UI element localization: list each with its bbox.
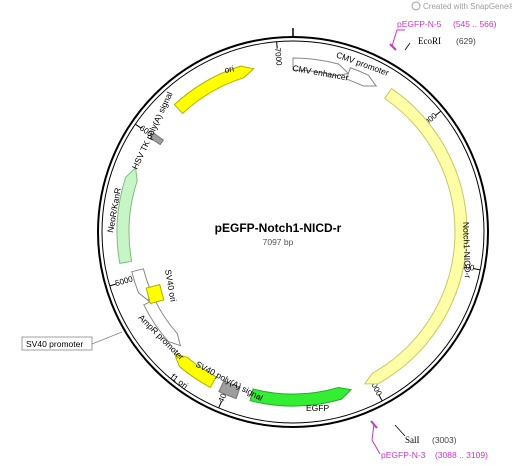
- tick-mark: [435, 110, 442, 116]
- primer-n5-leader: [391, 29, 405, 47]
- feature-sv40-ori[interactable]: [145, 283, 165, 305]
- label-sv40-promoter: SV40 promoter: [26, 339, 83, 349]
- ecori-position: (629): [456, 36, 476, 46]
- label-hsv-tk-polya-signal: HSV TK poly(A) signal: [130, 90, 175, 171]
- label-f1-ori: f1 ori: [169, 372, 190, 391]
- feature-f1-ori[interactable]: [173, 353, 217, 389]
- ecori-name[interactable]: EcoRI: [418, 36, 441, 46]
- tick-mark: [276, 41, 278, 49]
- snapgene-logo-icon: [411, 1, 421, 11]
- tick-mark: [109, 283, 117, 287]
- callout-line: [91, 331, 123, 345]
- tick-mark: [218, 401, 222, 409]
- feature-egfp[interactable]: [249, 387, 353, 407]
- tick-mark: [135, 123, 142, 129]
- backbone-inner: [101, 40, 485, 424]
- sali-name[interactable]: SalI: [405, 435, 420, 445]
- label-notch1-nicd-r: Notch1-NICD-r: [461, 222, 473, 279]
- primer-n3-leader: [371, 423, 381, 455]
- callout-box: [21, 336, 93, 351]
- sv40-promoter-callout: SV40 promoter: [21, 331, 123, 351]
- label-egfp: EGFP: [306, 403, 329, 413]
- feature-neor-kanr[interactable]: [116, 166, 138, 265]
- primer-n3-name[interactable]: pEGFP-N-3: [381, 450, 426, 460]
- feature-cmv-enhancer[interactable]: [292, 57, 350, 77]
- feature-sv40-polya-signal[interactable]: [218, 380, 241, 400]
- primer-n3-mark: [370, 420, 378, 429]
- plasmid-name: pEGFP-Notch1-NICD-r: [215, 221, 342, 235]
- feature-hsv-tk-polya-signal[interactable]: [149, 132, 165, 146]
- primer-n3-range: (3088 .. 3109): [435, 450, 488, 460]
- sites: pEGFP-N-5 (545 .. 566) EcoRI (629) SalI …: [370, 19, 497, 460]
- ecori-leader: [404, 42, 411, 51]
- tick-label-7000: 7000: [273, 47, 284, 66]
- watermark: Created with SnapGene®: [411, 1, 512, 11]
- tick-mark: [473, 268, 481, 271]
- primer-n5-range: (545 .. 566): [453, 19, 497, 29]
- feature-ampr-promoter[interactable]: [143, 298, 182, 347]
- feature-notch1-nicd-r[interactable]: [363, 87, 468, 385]
- primer-n5-mark: [389, 43, 397, 51]
- feature-cmv-promoter[interactable]: [345, 67, 378, 87]
- label-ori: ori: [224, 63, 235, 75]
- watermark-text: Created with SnapGene®: [423, 2, 512, 11]
- primer-n5-name[interactable]: pEGFP-N-5: [397, 19, 442, 29]
- plasmid-length: 7097 bp: [263, 237, 294, 247]
- sali-leader: [394, 424, 406, 437]
- tick-mark: [378, 394, 383, 402]
- feature-arrows: [116, 57, 468, 407]
- tick-label-5000: 5000: [114, 274, 134, 288]
- label-sv40-ori: SV40 ori: [163, 269, 179, 303]
- sali-position: (3003): [432, 435, 457, 445]
- feature-ori[interactable]: [173, 65, 255, 115]
- feature-sv40-promoter[interactable]: [131, 268, 151, 302]
